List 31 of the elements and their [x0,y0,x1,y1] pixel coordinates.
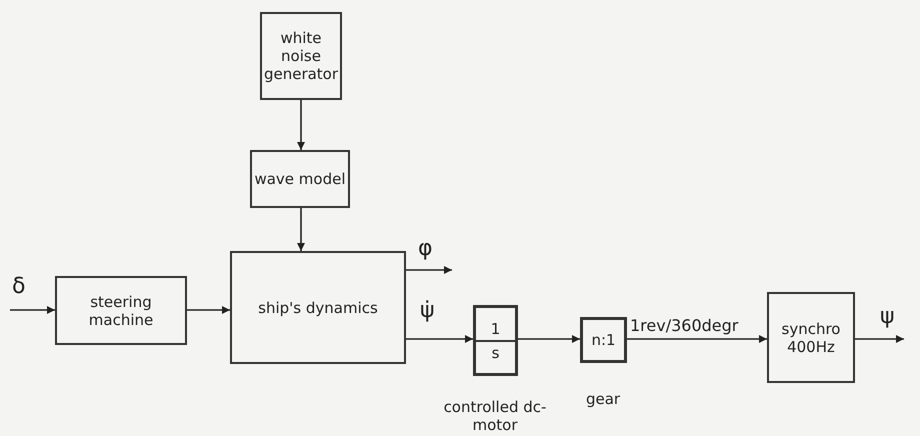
process-box [230,251,406,364]
arrow [10,306,55,314]
arrow [297,100,305,150]
transfer-block [473,305,518,376]
edge-label: δ [12,276,26,298]
block-text: white noise generator [262,29,340,83]
process-box [250,150,350,208]
block-text: wave model [254,170,346,188]
edge-label: ψ [880,306,895,328]
block-text: synchro 400Hz [780,320,842,356]
arrow [406,335,473,343]
arrow [627,335,767,343]
arrow [406,266,452,274]
process-box [55,276,187,345]
block-text: s [492,344,500,362]
edge-label: 1rev/360degr [630,318,738,334]
arrow [855,335,904,343]
arrow [297,208,305,251]
block-text: ship's dynamics [258,298,378,316]
block-text: n:1 [591,331,616,349]
block-caption: gear [584,390,622,408]
block-caption: controlled dc-motor [442,398,548,434]
arrow [518,335,580,343]
edge-label: ψ̇ [420,300,435,322]
process-box [260,12,342,100]
transfer-block [580,317,627,363]
process-box [767,292,855,383]
arrow [187,306,230,314]
edge-label: φ [418,238,433,260]
block-text: steering machine [88,292,154,328]
block-text: 1 [490,320,500,338]
